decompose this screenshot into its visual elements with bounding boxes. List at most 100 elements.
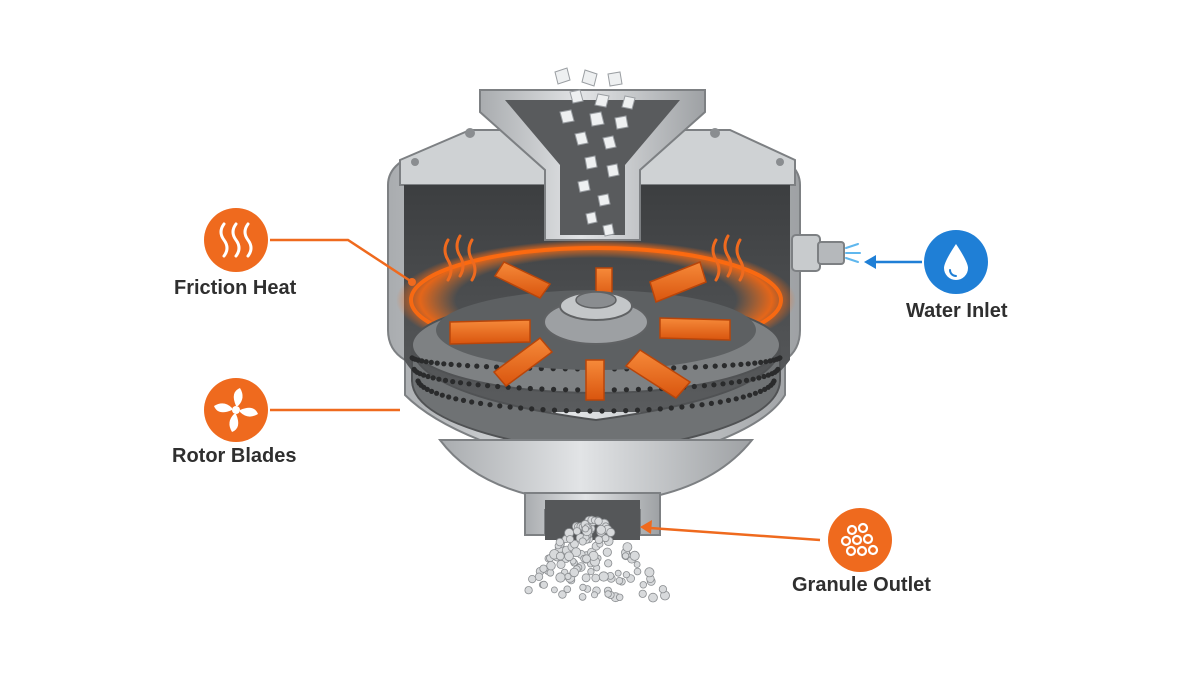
screen-hole — [425, 373, 431, 380]
screen-hole — [702, 364, 709, 370]
label-rotor-blades: Rotor Blades — [172, 445, 297, 467]
screen-hole — [487, 402, 493, 408]
screen-hole — [646, 407, 652, 413]
screen-hole — [599, 408, 605, 414]
screen-hole — [430, 375, 436, 381]
screen-hole — [708, 400, 715, 406]
label-granule-outlet: Granule Outlet — [792, 574, 931, 596]
label-water-inlet: Water Inlet — [906, 300, 1008, 322]
screen-hole — [485, 383, 491, 389]
screen-hole — [456, 362, 462, 368]
bolt — [411, 158, 419, 166]
screen-hole — [587, 408, 593, 414]
granule — [534, 572, 544, 581]
granule — [616, 593, 624, 601]
granule — [587, 567, 595, 576]
screen-hole — [745, 361, 751, 367]
granule — [569, 567, 579, 578]
granule — [555, 551, 565, 561]
screen-hole — [460, 397, 467, 403]
screen-hole — [442, 377, 449, 383]
screen-hole — [453, 396, 459, 402]
bolt — [710, 128, 720, 138]
screen-hole — [733, 396, 739, 402]
screen-hole — [527, 385, 533, 392]
screen-hole — [775, 366, 781, 372]
granule — [594, 535, 604, 545]
granule — [578, 537, 587, 546]
screen-hole — [551, 407, 558, 413]
screen-hole — [720, 381, 726, 387]
granule-outlet-leader — [649, 526, 821, 542]
granule — [638, 589, 647, 598]
screen-hole — [495, 383, 501, 390]
screen-hole — [750, 376, 756, 382]
screen-hole — [434, 360, 440, 366]
granule — [639, 581, 647, 589]
screen-hole — [682, 364, 688, 371]
granule — [598, 571, 609, 582]
screen-hole — [701, 383, 708, 389]
screen-hole — [434, 390, 440, 396]
screen-hole — [475, 382, 481, 388]
granules-icon — [828, 508, 892, 572]
screen-hole — [635, 386, 642, 392]
screen-hole — [518, 405, 524, 411]
screen-hole — [446, 394, 452, 400]
granule — [615, 576, 624, 585]
screen-hole — [575, 387, 581, 393]
granule — [555, 572, 566, 583]
screen-hole — [428, 359, 434, 365]
screen-hole — [478, 400, 484, 406]
screen-hole — [529, 406, 535, 412]
screen-hole — [756, 375, 762, 381]
water-inlet-pipe — [791, 234, 861, 272]
screen-hole — [497, 403, 503, 409]
screen-hole — [747, 392, 753, 398]
screen-hole — [611, 408, 617, 414]
screen-hole — [423, 359, 429, 365]
screen-hole — [691, 383, 697, 390]
screen-hole — [575, 408, 581, 414]
screen-hole — [457, 380, 464, 386]
screen-hole — [623, 387, 630, 393]
screen-hole — [679, 404, 685, 410]
screen-hole — [466, 381, 472, 387]
screen-hole — [483, 364, 490, 370]
granule — [571, 547, 582, 558]
granule — [528, 574, 537, 584]
screen-hole — [717, 399, 723, 405]
bolt — [776, 158, 784, 166]
granule — [604, 559, 613, 568]
screen-hole — [441, 361, 447, 367]
granule — [594, 517, 603, 526]
heat-waves-icon — [204, 208, 268, 272]
screen-hole — [424, 386, 430, 392]
screen-hole — [507, 404, 513, 410]
screen-hole — [738, 361, 744, 367]
screen-hole — [671, 365, 677, 371]
granule — [546, 561, 556, 571]
granule — [556, 559, 566, 569]
granule — [539, 580, 548, 589]
screen-hole — [740, 394, 746, 400]
screen-hole — [539, 386, 545, 392]
screen-hole — [725, 397, 732, 403]
water-drop-icon — [924, 230, 988, 294]
screen-hole — [469, 399, 475, 405]
granule — [558, 590, 567, 599]
granule — [621, 552, 630, 560]
granule — [539, 564, 548, 573]
screen-hole — [474, 363, 480, 369]
screen-hole — [439, 392, 445, 398]
bolt — [465, 128, 475, 138]
granule — [578, 593, 587, 601]
screen-hole — [763, 359, 769, 365]
screen-hole — [730, 362, 736, 368]
granule — [566, 535, 575, 544]
friction-heat-leader — [270, 238, 413, 284]
granule — [581, 525, 590, 533]
screen-hole — [540, 407, 546, 413]
granule — [524, 586, 533, 595]
